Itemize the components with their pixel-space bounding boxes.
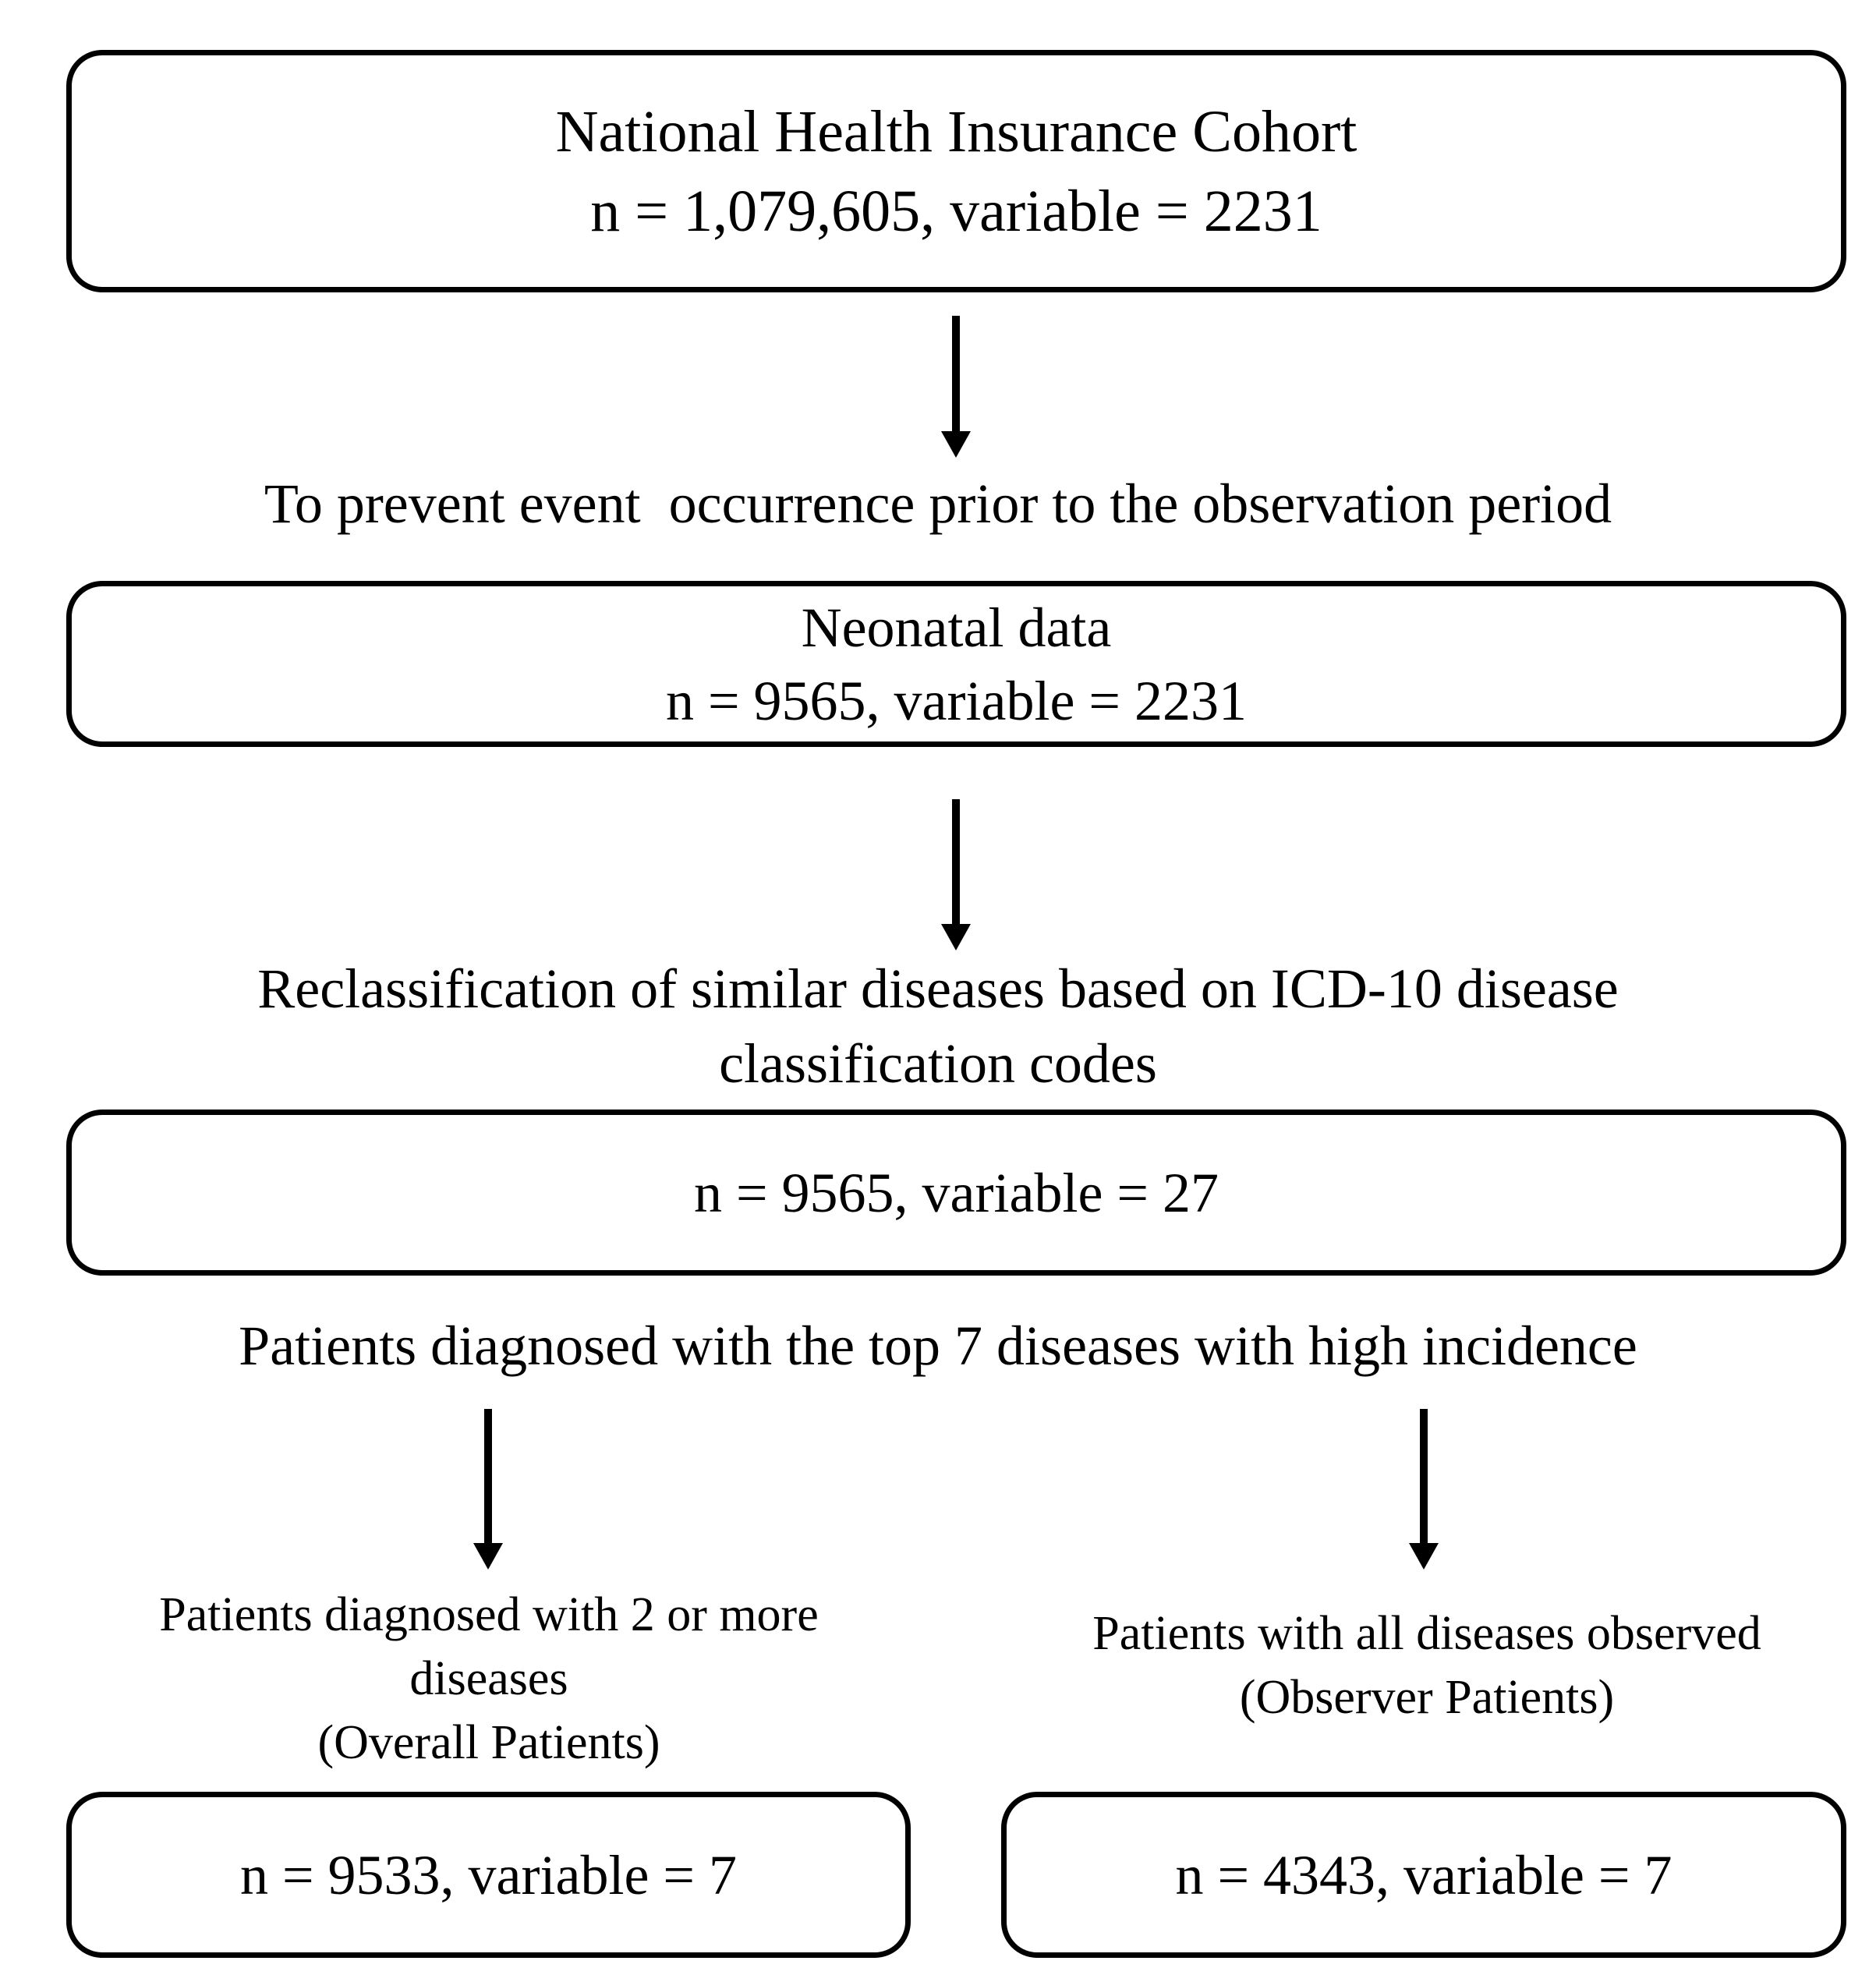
branch-right-label-line1: Patients with all diseases observed: [1092, 1607, 1761, 1660]
step-label-reclassification-line2: classification codes: [719, 1032, 1157, 1095]
reclassified-box: n = 9565, variable = 27: [66, 1110, 1846, 1276]
step-label-top7-text: Patients diagnosed with the top 7 diseas…: [239, 1315, 1637, 1377]
branch-left-label-line2: diseases: [409, 1652, 568, 1705]
overall-patients-count: n = 9533, variable = 7: [239, 1843, 738, 1906]
observer-patients-box: n = 4343, variable = 7: [1001, 1792, 1846, 1958]
step-label-prevent-event-text: To prevent event occurrence prior to the…: [264, 472, 1612, 535]
step-label-reclassification: Reclassification of similar diseases bas…: [0, 951, 1876, 1101]
step-label-prevent-event: To prevent event occurrence prior to the…: [0, 468, 1876, 540]
cohort-box: National Health Insurance Cohort n = 1,0…: [66, 50, 1846, 292]
branch-right-label: Patients with all diseases observed (Obs…: [978, 1602, 1876, 1729]
branch-left-label-line1: Patients diagnosed with 2 or more: [159, 1588, 819, 1641]
reclassified-count: n = 9565, variable = 27: [693, 1161, 1219, 1224]
branch-left-label-line3: (Overall Patients): [317, 1716, 660, 1769]
branch-left-label: Patients diagnosed with 2 or more diseas…: [0, 1583, 978, 1775]
neonatal-box: Neonatal data n = 9565, variable = 2231: [66, 581, 1846, 747]
neonatal-title: Neonatal data: [801, 596, 1112, 659]
cohort-count: n = 1,079,605, variable = 2231: [590, 178, 1322, 244]
overall-patients-box: n = 9533, variable = 7: [66, 1792, 911, 1958]
branch-right-label-line2: (Observer Patients): [1239, 1671, 1615, 1724]
neonatal-count: n = 9565, variable = 2231: [665, 669, 1248, 732]
step-label-top7: Patients diagnosed with the top 7 diseas…: [0, 1310, 1876, 1382]
cohort-title: National Health Insurance Cohort: [555, 98, 1357, 165]
step-label-reclassification-line1: Reclassification of similar diseases bas…: [257, 957, 1619, 1020]
observer-patients-count: n = 4343, variable = 7: [1175, 1843, 1672, 1906]
